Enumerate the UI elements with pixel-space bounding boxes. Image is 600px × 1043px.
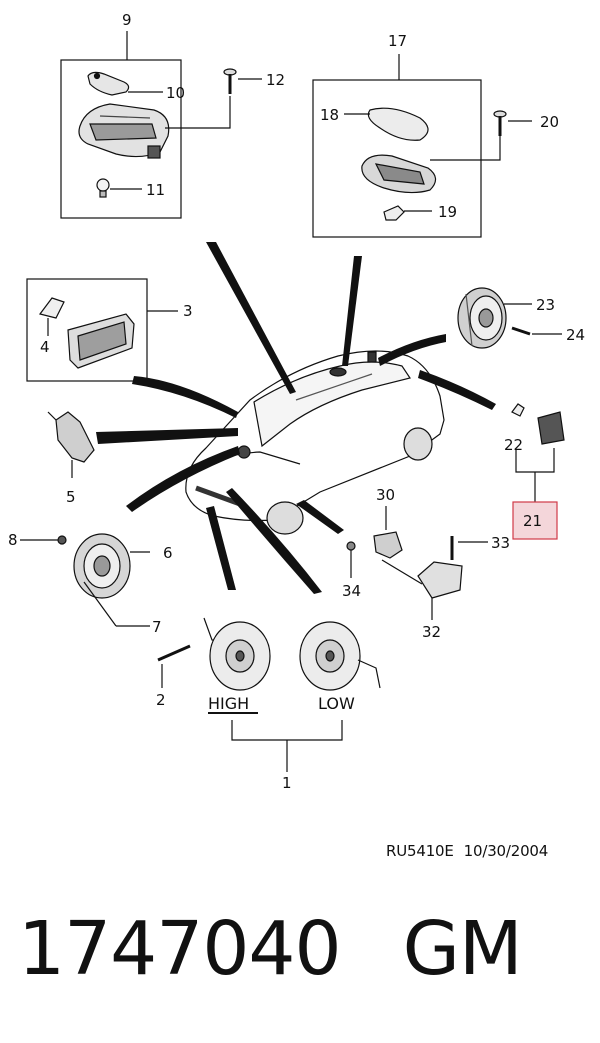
callout-labels: 9 10 11 12 17 18 19 20 3 4 23 24 5 22 21…: [8, 11, 585, 792]
part-number: 1747040: [18, 906, 342, 992]
callout-21: 21: [523, 512, 542, 530]
callout-33: 33: [491, 534, 510, 552]
callout-12: 12: [266, 71, 285, 89]
callout-22: 22: [504, 436, 523, 454]
callout-5: 5: [66, 488, 76, 506]
group-3: [26, 278, 178, 382]
bracket-icon: [417, 536, 488, 620]
dome-lamp-icon: [78, 103, 170, 159]
callout-2: 2: [156, 691, 166, 709]
reference-date: 10/30/2004: [463, 842, 549, 860]
horn-label-high: HIGH: [208, 694, 249, 713]
highlight-box: [512, 501, 558, 540]
bulb-icon: [96, 178, 110, 198]
callout-30: 30: [376, 486, 395, 504]
callout-1: 1: [282, 774, 292, 792]
callout-17: 17: [388, 32, 407, 50]
screw-icon: [223, 68, 262, 94]
callout-10: 10: [166, 84, 185, 102]
callout-23: 23: [536, 296, 555, 314]
speaker-icon: [457, 287, 562, 349]
callout-19: 19: [438, 203, 457, 221]
car-icon: [185, 350, 445, 535]
part-brand: GM: [402, 906, 523, 992]
leader-swooshes: [96, 242, 496, 594]
callout-7: 7: [152, 618, 162, 636]
nut-icon: [346, 541, 356, 578]
callout-20: 20: [540, 113, 559, 131]
sensor-icon: [373, 506, 423, 585]
horn-label-low: LOW: [318, 694, 355, 713]
group-9: [60, 31, 231, 219]
callout-4: 4: [40, 338, 50, 356]
vanity-lamp-icon: [361, 154, 437, 194]
callout-32: 32: [422, 623, 441, 641]
reference-line: RU5410E 10/30/2004: [386, 842, 548, 860]
callout-24: 24: [566, 326, 585, 344]
callout-6: 6: [163, 544, 173, 562]
lens-icon: [87, 71, 130, 96]
callout-11: 11: [146, 181, 165, 199]
callout-8: 8: [8, 531, 18, 549]
horn-icon: [157, 617, 381, 691]
callout-18: 18: [320, 106, 339, 124]
group-17: [312, 54, 501, 238]
callout-9: 9: [122, 11, 132, 29]
reference-code: RU5410E: [386, 842, 454, 860]
callout-34: 34: [342, 582, 361, 600]
callout-3: 3: [183, 302, 193, 320]
